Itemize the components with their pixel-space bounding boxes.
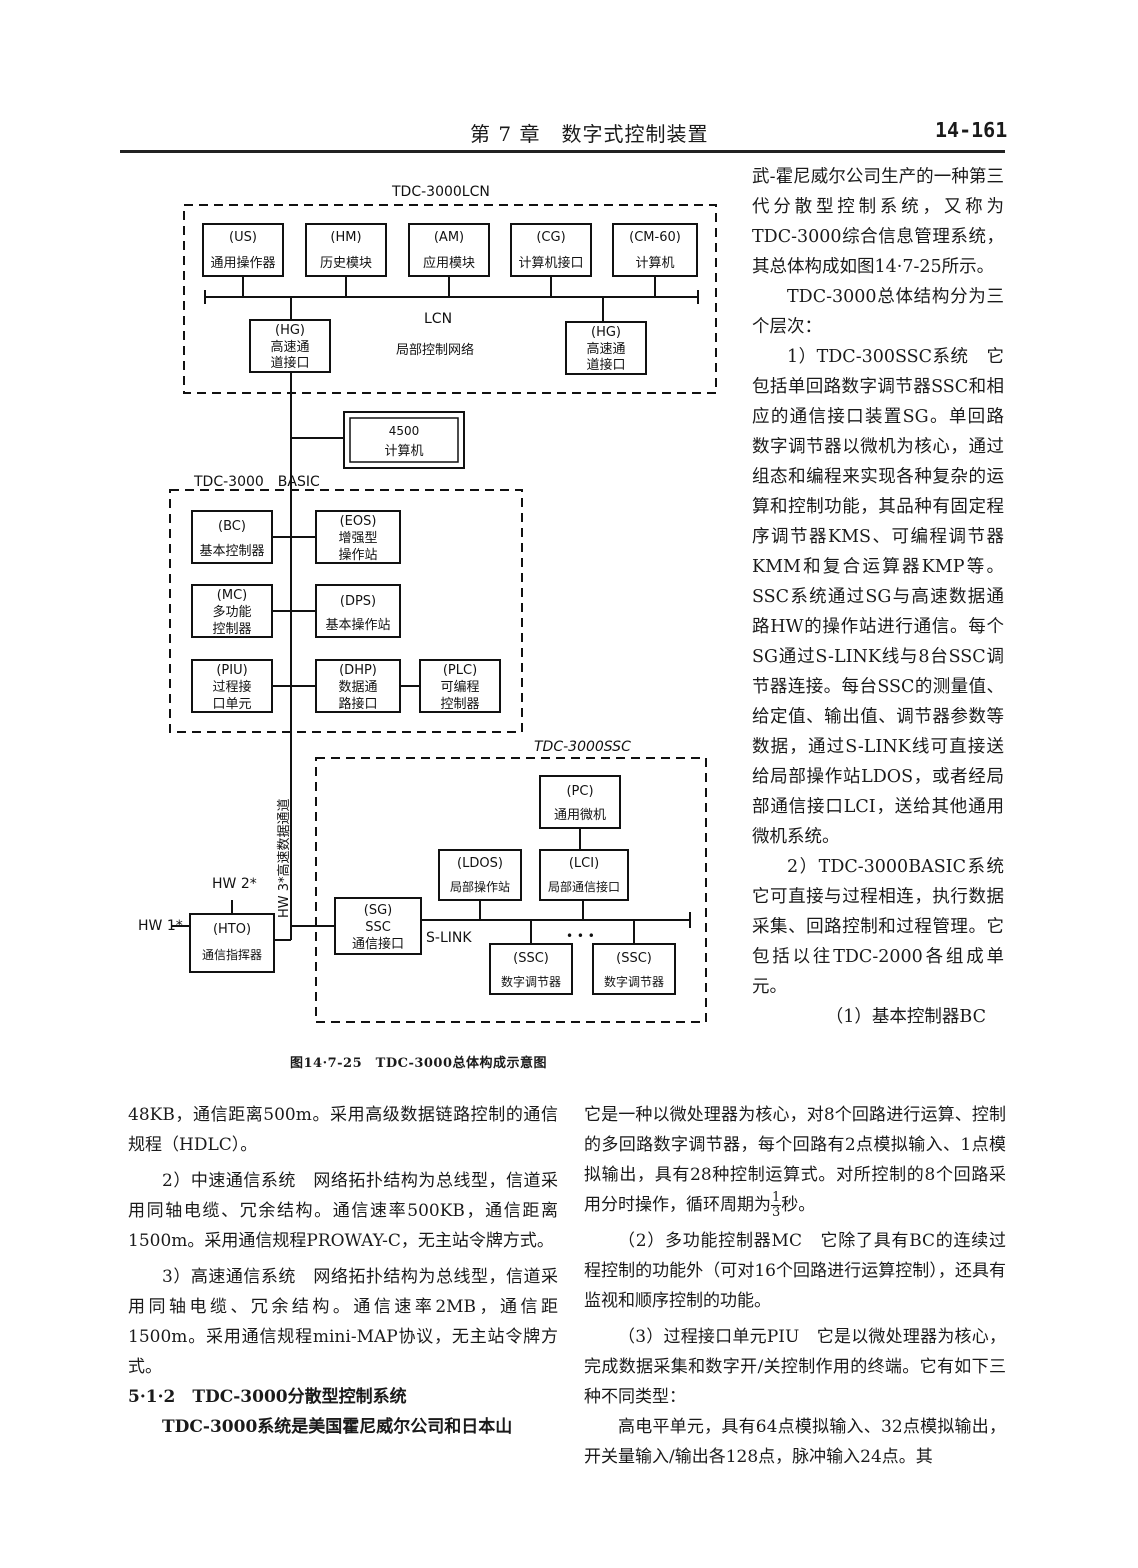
sg-code: (SG) (364, 903, 392, 918)
computer-4500-code: 4500 (389, 424, 420, 438)
bc-code: (BC) (218, 519, 246, 534)
bl-paragraph-3: 3）高速通信系统 网络拓扑结构为总线型，信道采用同轴电缆、冗余结构。通信速率2M… (128, 1267, 558, 1377)
basic-title: TDC-3000 BASIC (193, 474, 320, 490)
sg-line2: 通信接口 (352, 936, 404, 952)
ssc2-code: (SSC) (616, 951, 652, 966)
us-code: (US) (229, 230, 257, 245)
eos-line2: 操作站 (338, 547, 377, 563)
bc-name: 基本控制器 (199, 544, 264, 559)
plc-line1: 可编程 (440, 680, 479, 695)
ssc1-code: (SSC) (513, 951, 549, 966)
ldos-code: (LDOS) (457, 856, 503, 871)
am-name: 应用模块 (423, 255, 475, 271)
bl-paragraph-1: 48KB，通信距离500m。采用高级数据链路控制的通信规程（HDLC）。 (128, 1105, 558, 1155)
computer-4500-name: 计算机 (384, 444, 423, 459)
lcn-title: TDC-3000LCN (391, 184, 490, 200)
cm60-name: 计算机 (635, 256, 674, 271)
lcn-net-label: 局部控制网络 (396, 342, 474, 358)
br-paragraph-4: 高电平单元，具有64点模拟输入、32点模拟输出，开关量输入/输出各128点，脉冲… (584, 1417, 1006, 1467)
dhp-line1: 数据通 (338, 680, 377, 695)
br-paragraph-1-end: 秒。 (781, 1195, 816, 1215)
right-column-text: 武-霍尼威尔公司生产的一种第三代分散型控制系统，又称为TDC-3000综合信息管… (752, 162, 1022, 1032)
am-code: (AM) (434, 230, 464, 245)
ldos-name: 局部操作站 (450, 879, 510, 894)
ssc-title: TDC-3000SSC (534, 739, 631, 755)
rc-paragraph-3: 1）TDC-300SSC系统 它包括单回路数字调节器SSC和相应的通信接口装置S… (752, 347, 1004, 847)
ssc2-name: 数字调节器 (604, 974, 664, 989)
lcn-bus-label: LCN (424, 311, 452, 327)
hm-code: (HM) (330, 230, 361, 245)
us-name: 通用操作器 (210, 255, 275, 271)
dps-code: (DPS) (340, 594, 376, 609)
pc-name: 通用微机 (554, 808, 606, 823)
sg-line1: SSC (365, 920, 391, 935)
br-paragraph-1-text: 它是一种以微处理器为核心，对8个回路进行运算、控制的多回路数字调节器，每个回路有… (584, 1105, 1006, 1215)
hg-right-code: (HG) (591, 325, 621, 340)
slink-label: S-LINK (426, 930, 472, 946)
cm60-code: (CM-60) (629, 230, 681, 245)
bl-section-heading: 5·1·2 TDC-3000分散型控制系统 (128, 1387, 407, 1407)
hw3-label: HW 3*高速数据通道 (276, 798, 292, 918)
mc-line1: 多功能 (212, 604, 251, 620)
dhp-code: (DHP) (339, 663, 377, 678)
piu-line1: 过程接 (212, 679, 251, 695)
lci-code: (LCI) (569, 856, 599, 871)
page-number: 14-161 (935, 118, 1008, 142)
hg-left-line2: 道接口 (270, 355, 309, 371)
ssc-region (315, 757, 707, 1023)
hw1-label: HW 1* (138, 918, 183, 934)
br-paragraph-3: （3）过程接口单元PIU 它是以微处理器为核心，完成数据采集和数字开/关控制作用… (584, 1327, 1006, 1407)
basic-region (169, 489, 523, 733)
pc-code: (PC) (566, 784, 593, 799)
header-rule (120, 150, 1005, 153)
br-paragraph-2: （2）多功能控制器MC 它除了具有BC的连续过程控制的功能外（可对16个回路进行… (584, 1231, 1006, 1311)
bottom-right-column: 它是一种以微处理器为核心，对8个回路进行运算、控制的多回路数字调节器，每个回路有… (584, 1100, 1006, 1472)
piu-code: (PIU) (216, 663, 247, 678)
bl-paragraph-2: 2）中速通信系统 网络拓扑结构为总线型，信道采用同轴电缆、冗余结构。通信速率50… (128, 1171, 558, 1251)
slink-dots: • • • (566, 929, 595, 943)
eos-line1: 增强型 (338, 531, 377, 546)
br-paragraph-1: 它是一种以微处理器为核心，对8个回路进行运算、控制的多回路数字调节器，每个回路有… (584, 1100, 1006, 1220)
rc-heading-bc: （1）基本控制器BC (825, 1007, 986, 1027)
rc-paragraph-1: 武-霍尼威尔公司生产的一种第三代分散型控制系统，又称为TDC-3000综合信息管… (752, 167, 1004, 277)
hm-name: 历史模块 (320, 256, 372, 271)
fraction-numerator: 1 (771, 1190, 782, 1206)
hg-left-code: (HG) (275, 323, 305, 338)
hto-code: (HTO) (213, 922, 251, 937)
hw2-label: HW 2* (212, 876, 257, 892)
dps-name: 基本操作站 (325, 617, 390, 633)
mc-line2: 控制器 (212, 622, 251, 637)
lci-name: 局部通信接口 (548, 879, 620, 894)
cg-name: 计算机接口 (518, 255, 583, 271)
ssc1-name: 数字调节器 (501, 974, 561, 989)
plc-code: (PLC) (443, 663, 477, 678)
dhp-line2: 路接口 (338, 696, 377, 712)
hg-right-line1: 高速通 (586, 341, 625, 357)
bl-paragraph-5: TDC-3000系统是美国霍尼威尔公司和日本山 (162, 1417, 513, 1437)
chapter-title: 第 7 章 数字式控制装置 (470, 122, 709, 146)
piu-line2: 口单元 (212, 697, 251, 712)
hg-right-line2: 道接口 (586, 357, 625, 373)
hg-left-line1: 高速通 (270, 339, 309, 355)
eos-code: (EOS) (340, 514, 377, 529)
rc-paragraph-2: TDC-3000总体结构分为三个层次： (752, 287, 1004, 337)
fraction-denominator: 3 (772, 1205, 781, 1220)
mc-code: (MC) (217, 588, 247, 603)
figure-caption: 图14·7-25 TDC-3000总体构成示意图 (290, 1056, 548, 1071)
cg-code: (CG) (536, 230, 565, 245)
hto-name: 通信指挥器 (202, 947, 262, 962)
bottom-left-column: 48KB，通信距离500m。采用高级数据链路控制的通信规程（HDLC）。 2）中… (128, 1100, 558, 1442)
tdc3000-structure-diagram: TDC-3000LCN (US) 通用操作器 (HM) 历史模块 (AM) 应用… (138, 184, 717, 1023)
plc-line2: 控制器 (440, 697, 479, 712)
rc-paragraph-4: 2）TDC-3000BASIC系统 它可直接与过程相连，执行数据采集、回路控制和… (752, 857, 1022, 997)
